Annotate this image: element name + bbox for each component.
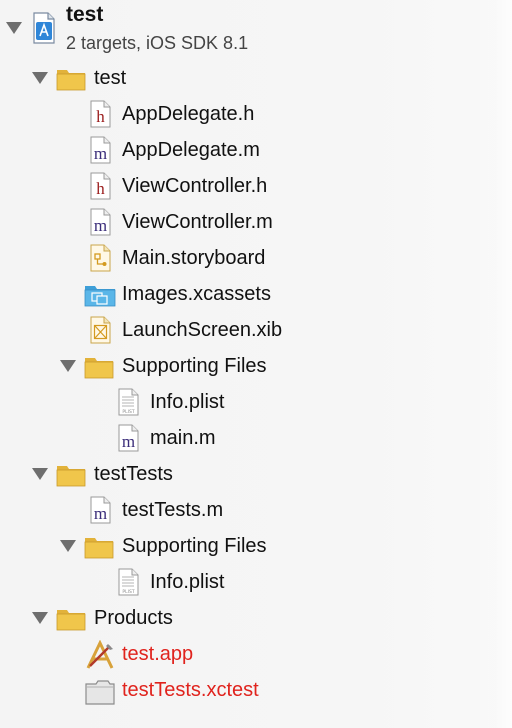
svg-text:h: h	[96, 179, 105, 198]
disclosure-triangle-icon[interactable]	[32, 72, 48, 84]
folder-icon	[56, 604, 86, 632]
svg-text:h: h	[96, 107, 105, 126]
tree-row-appdelegate-m[interactable]: m AppDelegate.m	[0, 132, 512, 168]
folder-icon	[56, 64, 86, 92]
plist-file-icon: PLIST	[116, 568, 146, 596]
project-name: test	[66, 3, 104, 26]
svg-text:m: m	[94, 504, 107, 523]
tree-row-label: test	[94, 67, 127, 89]
tree-row-launchscreen-xib[interactable]: LaunchScreen.xib	[0, 312, 512, 348]
implementation-file-icon: m	[88, 496, 118, 524]
folder-icon	[56, 460, 86, 488]
tree-row-label: Supporting Files	[122, 535, 267, 557]
tree-row-testtests-m[interactable]: m testTests.m	[0, 492, 512, 528]
tree-row-appdelegate-h[interactable]: h AppDelegate.h	[0, 96, 512, 132]
disclosure-triangle-icon[interactable]	[60, 360, 76, 372]
project-subtitle: 2 targets, iOS SDK 8.1	[66, 33, 249, 53]
tree-row-images-xcassets[interactable]: Images.xcassets	[0, 276, 512, 312]
tree-row-label: ViewController.m	[122, 211, 273, 233]
header-file-icon: h	[88, 172, 118, 200]
tree-row-supporting-files[interactable]: Supporting Files	[0, 348, 512, 384]
tree-row-label: AppDelegate.h	[122, 103, 255, 125]
tree-row-label: Info.plist	[150, 571, 225, 593]
tree-row-testtests-xctest[interactable]: testTests.xctest	[0, 672, 512, 708]
tree-row-label: main.m	[150, 427, 216, 449]
header-file-icon: h	[88, 100, 118, 128]
xib-file-icon	[88, 316, 118, 344]
tree-row-supporting-files[interactable]: Supporting Files	[0, 528, 512, 564]
tree-row-label: AppDelegate.m	[122, 139, 260, 161]
tree-row-test-app[interactable]: test.app	[0, 636, 512, 672]
tree-row-viewcontroller-h[interactable]: h ViewController.h	[0, 168, 512, 204]
asset-catalog-icon	[84, 280, 116, 308]
tree-row-label: testTests.xctest	[122, 679, 259, 701]
svg-text:m: m	[94, 216, 107, 235]
implementation-file-icon: m	[88, 208, 118, 236]
disclosure-triangle-icon[interactable]	[60, 540, 76, 552]
folder-icon	[84, 352, 114, 380]
tree-row-group-testtests[interactable]: testTests	[0, 456, 512, 492]
tree-row-label: testTests	[94, 463, 173, 485]
xcode-project-icon	[32, 12, 56, 44]
tree-row-label: testTests.m	[122, 499, 224, 521]
tree-row-label: Info.plist	[150, 391, 225, 413]
tree-row-label: Main.storyboard	[122, 247, 266, 269]
plist-badge: PLIST	[122, 589, 134, 595]
navigator-edge	[494, 0, 512, 728]
project-root-row[interactable]: test 2 targets, iOS SDK 8.1	[0, 0, 512, 56]
tree-row-info-plist[interactable]: PLIST Info.plist	[0, 564, 512, 600]
tree-row-info-plist[interactable]: PLIST Info.plist	[0, 384, 512, 420]
xctest-bundle-icon	[84, 676, 115, 705]
tree-row-group-test[interactable]: test	[0, 60, 512, 96]
svg-text:m: m	[122, 432, 135, 451]
disclosure-triangle-icon[interactable]	[6, 22, 22, 34]
tree-row-main-m[interactable]: m main.m	[0, 420, 512, 456]
disclosure-triangle-icon[interactable]	[32, 468, 48, 480]
tree-row-viewcontroller-m[interactable]: m ViewController.m	[0, 204, 512, 240]
disclosure-triangle-icon[interactable]	[32, 612, 48, 624]
tree-row-label: LaunchScreen.xib	[122, 319, 283, 341]
tree-row-label: Products	[94, 607, 173, 629]
plist-file-icon: PLIST	[116, 388, 146, 416]
svg-text:m: m	[94, 144, 107, 163]
tree-row-label: Supporting Files	[122, 355, 267, 377]
implementation-file-icon: m	[116, 424, 146, 452]
app-product-icon	[84, 640, 114, 669]
tree-row-group-products[interactable]: Products	[0, 600, 512, 636]
implementation-file-icon: m	[88, 136, 118, 164]
storyboard-file-icon	[88, 244, 118, 272]
tree-row-label: ViewController.h	[122, 175, 268, 197]
tree-row-label: Images.xcassets	[122, 283, 271, 305]
plist-badge: PLIST	[122, 409, 134, 415]
folder-icon	[84, 532, 114, 560]
tree-row-main-storyboard[interactable]: Main.storyboard	[0, 240, 512, 276]
tree-row-label: test.app	[122, 643, 194, 665]
